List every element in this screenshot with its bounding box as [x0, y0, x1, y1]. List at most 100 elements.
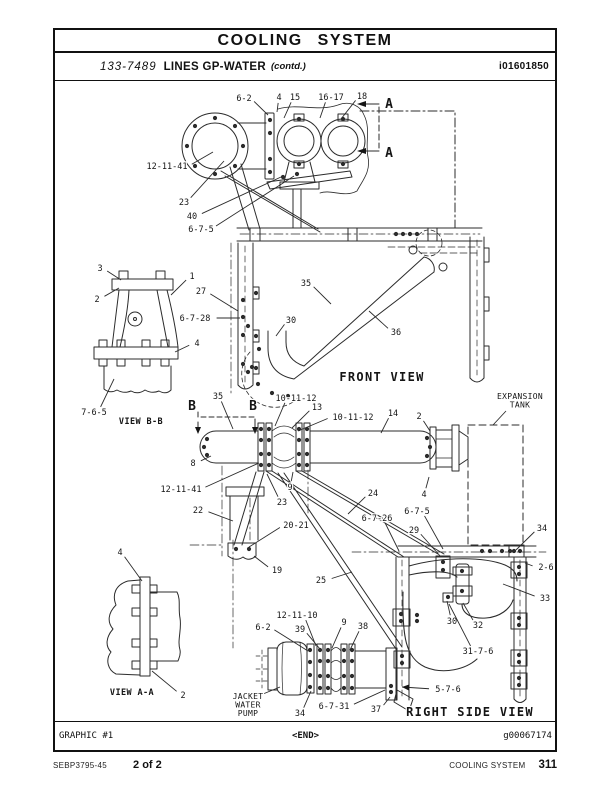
leader-line	[210, 293, 239, 312]
leader-line	[276, 102, 279, 113]
diagram-label: A	[385, 146, 393, 161]
diagram-label: 34	[295, 709, 305, 719]
page-title: COOLING SYSTEM	[55, 30, 555, 53]
diagram-label: 38	[358, 622, 368, 632]
diagram-label: 6-7-5	[188, 225, 214, 235]
diagram-label: 35	[301, 279, 311, 289]
leader-line	[291, 410, 310, 429]
diagram-label: B	[249, 399, 257, 414]
leader-line	[275, 324, 285, 337]
leader-line	[319, 102, 326, 119]
front-view-right-rail	[469, 236, 490, 383]
leader-line	[340, 100, 356, 120]
leader-line	[124, 556, 143, 582]
part-title: LINES GP-WATER	[163, 60, 266, 73]
leader-line	[170, 279, 187, 296]
diagram-label: PUMP	[238, 709, 258, 718]
right-side-main-pipe	[199, 422, 524, 546]
leader-line	[283, 102, 292, 119]
view-aa-flange-detail	[106, 576, 181, 677]
diagram-label: 6-2	[255, 623, 270, 633]
diagram-label: 30	[286, 316, 296, 326]
diagram-label: 31-7-6	[463, 647, 494, 657]
leader-line	[446, 600, 451, 616]
diagram-label: VIEW B-B	[119, 417, 163, 427]
diagram-label: FRONT VIEW	[339, 370, 424, 384]
diagram-label: 6-2	[236, 94, 251, 104]
leader-line	[205, 462, 260, 488]
diagram-label: 15	[290, 93, 300, 103]
leader-line	[303, 690, 312, 708]
leader-line	[297, 418, 328, 432]
leader-line	[515, 531, 535, 551]
diagram-label: 23	[277, 498, 287, 508]
leader-line	[401, 684, 430, 691]
leader-line	[174, 344, 190, 353]
graphic-footer: GRAPHIC #1 <END> g00067174	[55, 721, 555, 750]
leader-line	[384, 522, 400, 552]
leader-line	[462, 602, 474, 621]
diagram-label: TANK	[510, 401, 530, 410]
leader-line	[266, 473, 279, 497]
section-a-cut-marks	[357, 101, 380, 154]
diagram-label: 6-7-31	[319, 702, 350, 712]
diagram-label: 30	[447, 617, 457, 627]
diagram-label: 2-6	[538, 563, 553, 573]
leader-line	[347, 496, 366, 515]
graphic-id: g00067174	[503, 731, 552, 741]
leader-line	[253, 555, 269, 568]
leader-line	[100, 378, 115, 408]
leader-line	[313, 286, 332, 305]
support-braces	[233, 470, 445, 650]
diagram-label: 5-7-6	[435, 685, 461, 695]
diagram-label: EXPANSION	[497, 392, 543, 401]
leader-line	[262, 686, 281, 695]
leader-line	[104, 287, 120, 297]
diagram-label: 8	[190, 459, 195, 469]
diagram-label: 3	[97, 264, 102, 274]
leader-line	[368, 310, 389, 329]
duct-hoses-clamps	[385, 555, 518, 712]
diagram-label: 14	[388, 409, 398, 419]
contd-note: (contd.)	[271, 61, 306, 72]
page-of-indicator: 2 of 2	[133, 759, 162, 771]
leader-line	[306, 632, 321, 650]
tank-mount-rail	[351, 544, 547, 558]
diagram-label: 37	[371, 705, 381, 715]
leader-line	[106, 270, 122, 281]
diagram-label: 6-7-5	[404, 507, 430, 517]
diagram-label: 12-11-41	[147, 162, 188, 172]
diagram-label: 6-7-28	[180, 314, 211, 324]
leader-line	[190, 160, 225, 199]
page-footer: SEBP3795-45 2 of 2 COOLING SYSTEM 311	[53, 759, 557, 771]
leader-line	[201, 176, 282, 215]
diagram-label: 34	[537, 524, 547, 534]
diagram-label: 33	[540, 594, 550, 604]
diagram-label: 4	[117, 548, 122, 558]
diagram-label: 22	[193, 506, 203, 516]
leader-line	[492, 410, 507, 426]
diagram-label: A	[385, 97, 393, 112]
leader-line	[208, 511, 234, 522]
leader-line	[424, 515, 444, 550]
leader-line	[220, 401, 234, 430]
graphic-label: GRAPHIC #1	[59, 731, 114, 741]
diagram-label: 12-11-10	[277, 611, 318, 621]
doc-id: i01601850	[499, 61, 549, 72]
leader-line	[524, 562, 533, 567]
leader-line	[349, 631, 360, 651]
diagram-label: 36	[391, 328, 401, 338]
leader-line	[290, 471, 294, 482]
leader-line	[331, 571, 353, 579]
footer-page-number: 311	[538, 759, 557, 771]
bracket-22-19	[189, 465, 309, 649]
diagram-label: 16-17	[318, 93, 344, 103]
mount-rail-27	[230, 242, 260, 396]
leader-line	[423, 420, 431, 432]
diagram-label: 1	[189, 272, 194, 282]
leader-line	[200, 455, 212, 462]
diagram-label: 29	[409, 526, 419, 536]
diagram-label: WATER	[235, 701, 261, 710]
